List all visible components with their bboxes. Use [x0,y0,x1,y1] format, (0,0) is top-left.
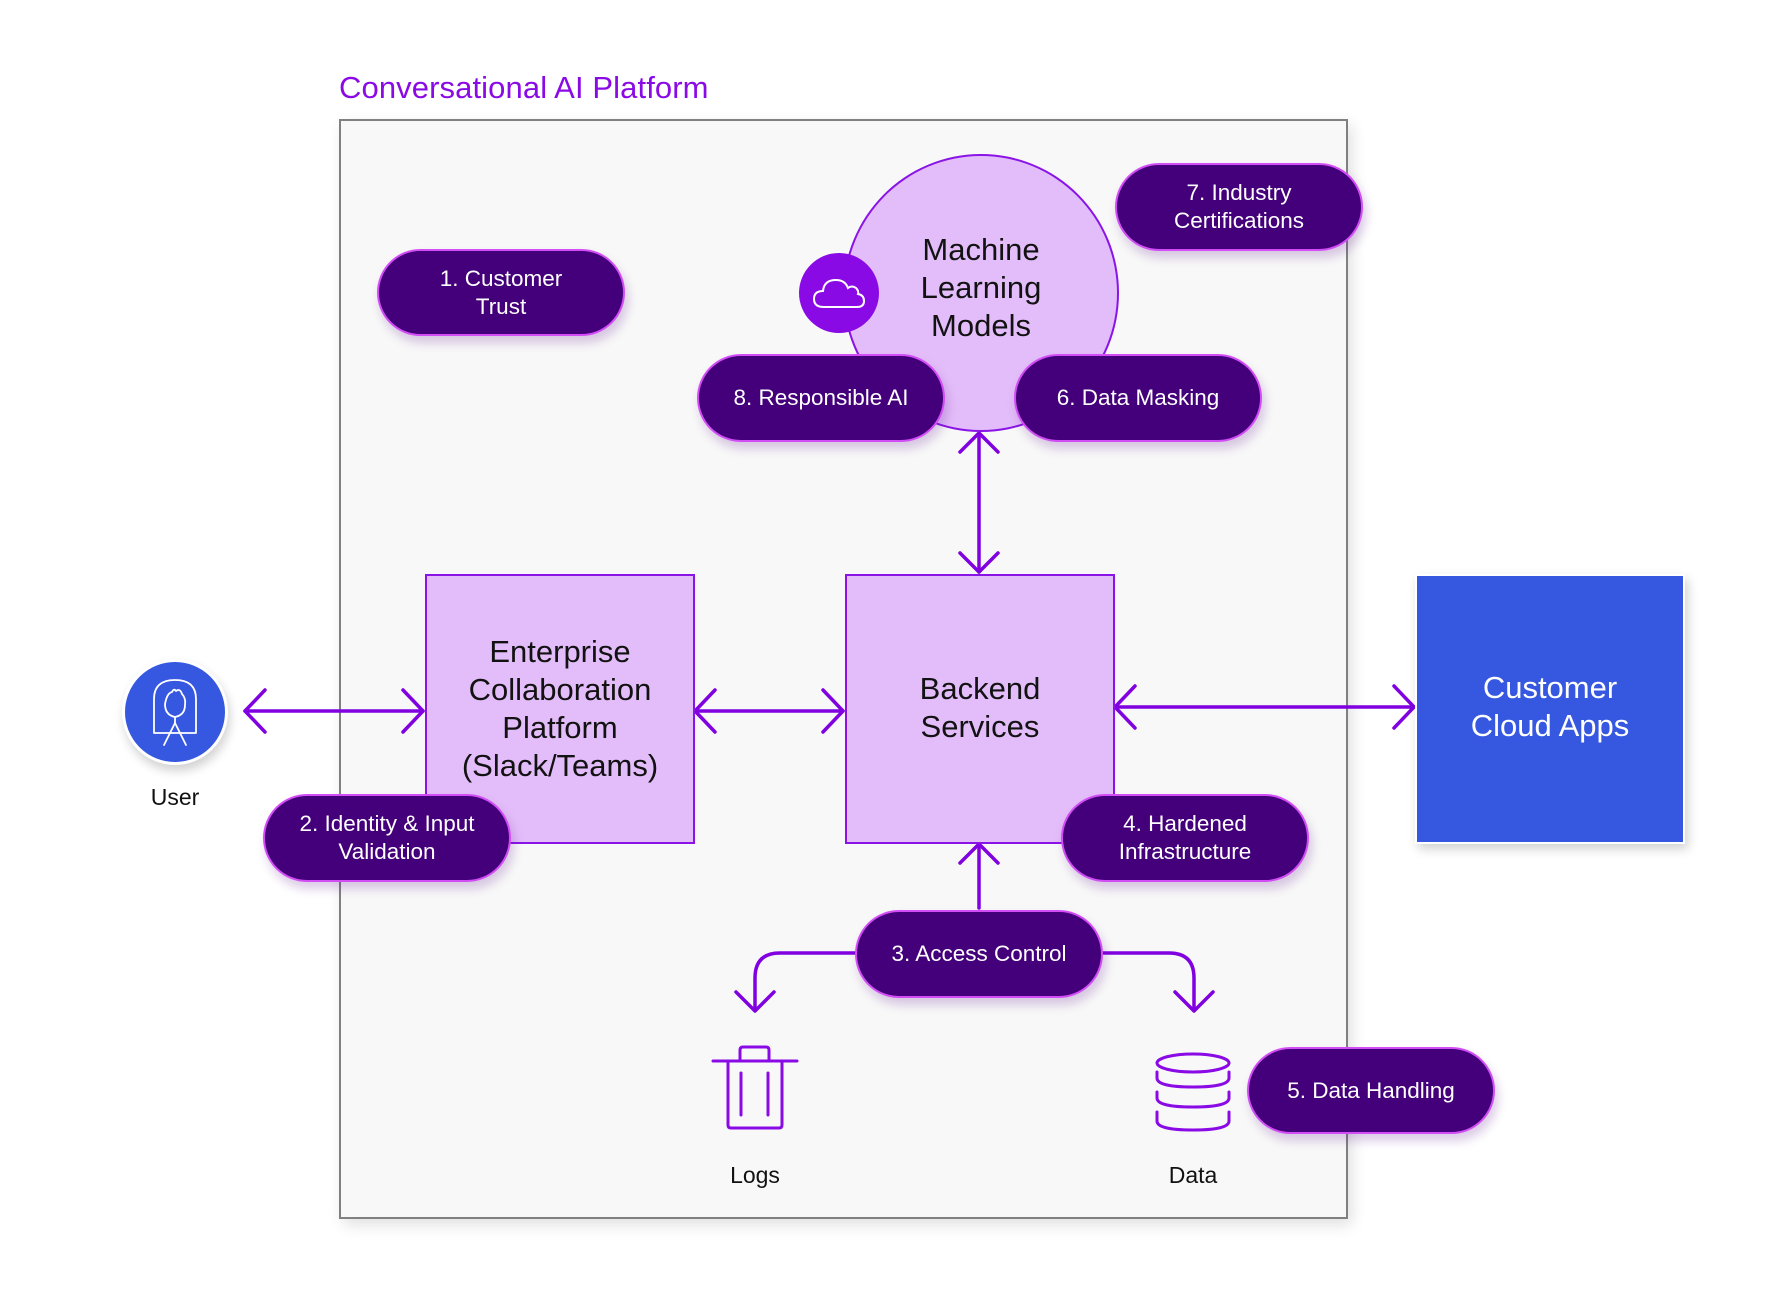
user-avatar[interactable] [122,659,228,765]
ml-line-2: Learning [920,270,1042,305]
pill-data-handling[interactable]: 5. Data Handling [1247,1047,1495,1134]
pill-label: 8. Responsible AI [733,385,909,410]
enterprise-line-3: Platform [502,710,618,745]
customer-cloud-apps-node[interactable]: Customer Cloud Apps [1415,574,1685,844]
pill-identity-input-validation[interactable]: 2. Identity & Input Validation [263,794,511,882]
pill-hardened-infrastructure[interactable]: 4. Hardened Infrastructure [1061,794,1309,882]
pill-label: 3. Access Control [891,941,1067,966]
data-label: Data [1168,1162,1218,1188]
ml-line-3: Models [931,308,1031,343]
pill-label: 2. Identity & Input Validation [299,811,475,864]
diagram-title: Conversational AI Platform [339,70,709,105]
database-icon [1155,1052,1231,1132]
pill-responsible-ai[interactable]: 8. Responsible AI [697,354,945,442]
pill-label: 1. Customer Trust [439,265,563,319]
cloud-badge [799,253,879,333]
pill-customer-trust[interactable]: 1. Customer Trust [377,249,625,336]
trash-icon [711,1045,799,1130]
pill-label: 7. Industry Certifications [1173,180,1305,233]
enterprise-line-4: (Slack/Teams) [461,748,659,783]
cloud-apps-label: Customer Cloud Apps [1471,669,1630,745]
backend-label: Backend Services [920,670,1041,746]
cloud-apps-line-2: Cloud Apps [1470,708,1630,743]
backend-line-1: Backend [919,671,1041,706]
ml-models-label: Machine Learning Models [921,231,1042,345]
logs-label: Logs [730,1162,780,1188]
pill-data-masking[interactable]: 6. Data Masking [1014,354,1262,442]
backend-line-2: Services [920,709,1040,744]
pill-label: 5. Data Handling [1287,1077,1455,1103]
enterprise-line-1: Enterprise [489,634,631,669]
backend-services-node[interactable]: Backend Services [845,574,1115,844]
ml-line-1: Machine [922,232,1040,267]
enterprise-label: Enterprise Collaboration Platform (Slack… [462,633,658,785]
user-label: User [150,784,200,810]
user-icon [153,679,197,746]
cloud-apps-line-1: Customer [1482,670,1618,705]
pill-access-control[interactable]: 3. Access Control [855,910,1103,998]
enterprise-line-2: Collaboration [468,672,652,707]
pill-label: 6. Data Masking [1056,385,1220,410]
pill-industry-certifications[interactable]: 7. Industry Certifications [1115,163,1363,251]
pill-label: 4. Hardened Infrastructure [1118,811,1252,864]
cloud-icon [812,278,866,308]
